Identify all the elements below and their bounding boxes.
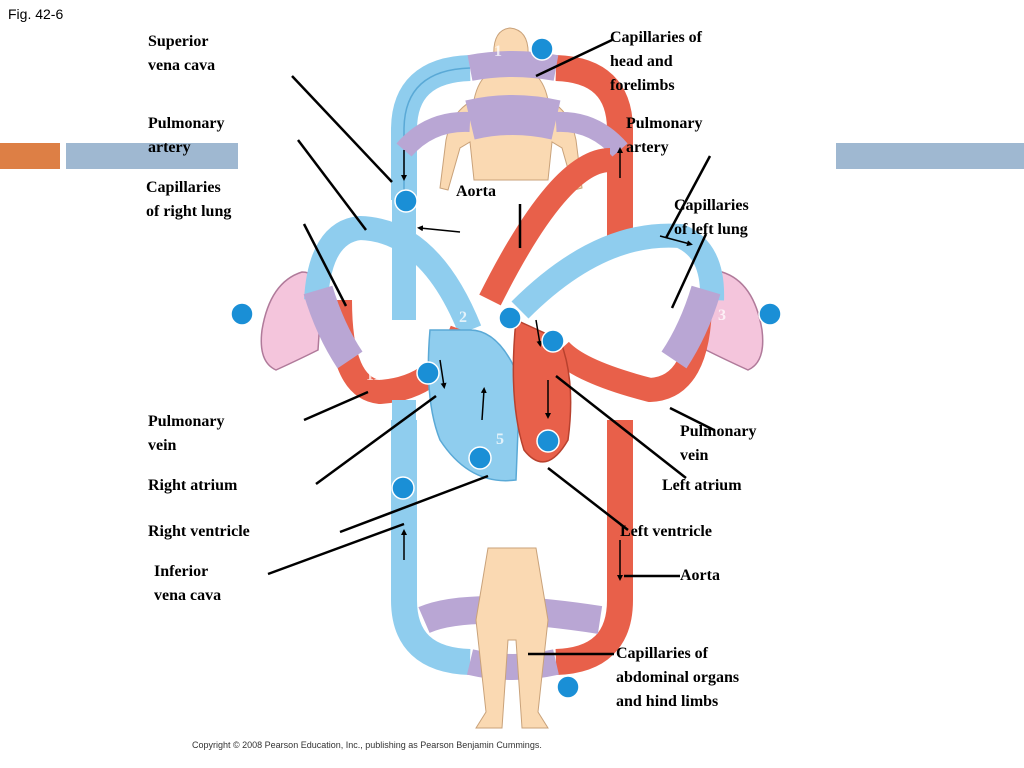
step-numbers: 1 2 3 4 5 11 <box>366 43 726 448</box>
label-inferior-vena-cava: Inferior vena cava <box>154 563 222 604</box>
label-right-ventricle: Right ventricle <box>148 523 250 540</box>
label-superior-vena-cava: Superior vena cava <box>148 33 216 74</box>
flow-arrows <box>401 147 693 581</box>
step-number-11: 11 <box>366 367 381 384</box>
label-aorta-bottom: Aorta <box>680 567 720 584</box>
label-capillaries-right-lung: Capillaries of right lung <box>146 179 232 220</box>
step-number-4: 4 <box>500 333 508 350</box>
marker-dot <box>758 302 782 326</box>
heart <box>392 200 572 482</box>
label-left-ventricle: Left ventricle <box>620 523 712 540</box>
label-capillaries-head: Capillaries of head and forelimbs <box>610 29 702 94</box>
marker-dot <box>536 429 560 453</box>
lower-body-figure <box>475 547 549 729</box>
step-number-2: 2 <box>459 309 467 326</box>
label-aorta-top: Aorta <box>456 183 496 200</box>
label-pulmonary-artery-left: Pulmonary artery <box>148 115 225 156</box>
marker-dot <box>230 302 254 326</box>
accent-bar-orange <box>0 143 60 169</box>
marker-dot <box>498 306 522 330</box>
leader-lines <box>267 38 715 656</box>
accent-bar-right <box>836 143 1024 169</box>
step-markers <box>230 37 782 699</box>
marker-dot <box>541 329 565 353</box>
figure-label: Fig. 42-6 <box>8 6 64 22</box>
marker-dot <box>416 361 440 385</box>
marker-dot <box>530 37 554 61</box>
label-capillaries-left-lung: Capillaries of left lung <box>674 197 749 238</box>
marker-dot <box>468 446 492 470</box>
label-capillaries-abdominal: Capillaries of abdominal organs and hind… <box>616 645 740 710</box>
label-pulmonary-vein-right: Pulmonary vein <box>680 423 757 464</box>
label-pulmonary-vein-left: Pulmonary vein <box>148 413 225 454</box>
upper-capillary-loop <box>391 51 633 240</box>
marker-dot <box>394 189 418 213</box>
label-left-atrium: Left atrium <box>662 477 742 494</box>
label-pulmonary-artery-right: Pulmonary artery <box>626 115 703 156</box>
step-number-3: 3 <box>718 307 726 324</box>
marker-dot <box>391 476 415 500</box>
label-right-atrium: Right atrium <box>148 477 238 494</box>
step-number-1: 1 <box>494 43 502 60</box>
step-number-5: 5 <box>496 431 504 448</box>
accent-bar-left <box>66 143 238 169</box>
marker-dot <box>556 675 580 699</box>
copyright-notice: Copyright © 2008 Pearson Education, Inc.… <box>192 740 542 750</box>
